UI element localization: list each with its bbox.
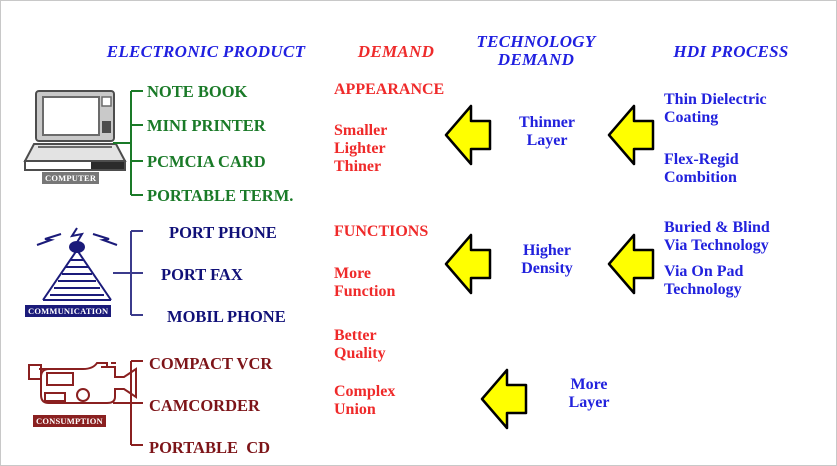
column-header-demand: DEMAND <box>357 42 435 61</box>
hdi-process-item: Flex-Regid Combition <box>664 151 739 186</box>
technology-demand-text: Higher Density <box>521 242 573 277</box>
left-arrow-icon <box>607 233 657 295</box>
hdi-process-item: Buried & Blind Via Technology <box>664 219 770 254</box>
product-item: MOBIL PHONE <box>167 307 286 326</box>
bracket-computer <box>113 87 155 199</box>
product-item: PCMCIA CARD <box>147 152 266 171</box>
hdi-process-item: Thin Dielectric Coating <box>664 91 767 126</box>
technology-demand-text: More Layer <box>568 376 610 411</box>
product-item: MINI PRINTER <box>147 116 266 135</box>
left-arrow-icon <box>444 233 494 295</box>
laptop-computer-icon <box>21 87 131 175</box>
demand-heading: FUNCTIONS <box>334 223 429 240</box>
column-header-hdi-process: HDI PROCESS <box>673 42 789 61</box>
product-item: PORTABLE TERM. <box>147 186 294 205</box>
bracket-communication <box>113 227 155 319</box>
left-arrow-icon <box>444 104 494 166</box>
icon-caption-consumption: CONSUMPTION <box>33 415 106 427</box>
hdi-process-item: Via On Pad Technology <box>664 263 744 298</box>
product-item: PORT PHONE <box>169 223 277 242</box>
technology-demand-text: Thinner Layer <box>518 114 575 149</box>
product-item: PORT FAX <box>161 265 243 284</box>
product-item: COMPACT VCR <box>149 354 273 373</box>
bracket-consumption <box>113 357 155 449</box>
demand-details: Smaller Lighter Thiner <box>334 122 388 175</box>
column-header-technology-demand: TECHNOLOGY DEMAND <box>476 32 596 70</box>
product-item: PORTABLE CD <box>149 438 271 457</box>
icon-caption-communication: COMMUNICATION <box>25 305 112 317</box>
left-arrow-icon <box>480 368 530 430</box>
demand-details: More Function <box>334 265 396 300</box>
demand-heading: APPEARANCE <box>334 81 445 98</box>
demand-heading: Better Quality <box>334 327 386 362</box>
antenna-tower-icon <box>25 220 129 306</box>
camcorder-icon <box>27 357 137 411</box>
product-item: NOTE BOOK <box>147 82 248 101</box>
demand-details: Complex Union <box>334 383 396 418</box>
column-header-electronic-product: ELECTRONIC PRODUCT <box>106 42 306 61</box>
product-item: CAMCORDER <box>149 396 260 415</box>
left-arrow-icon <box>607 104 657 166</box>
icon-caption-computer: COMPUTER <box>42 172 100 184</box>
